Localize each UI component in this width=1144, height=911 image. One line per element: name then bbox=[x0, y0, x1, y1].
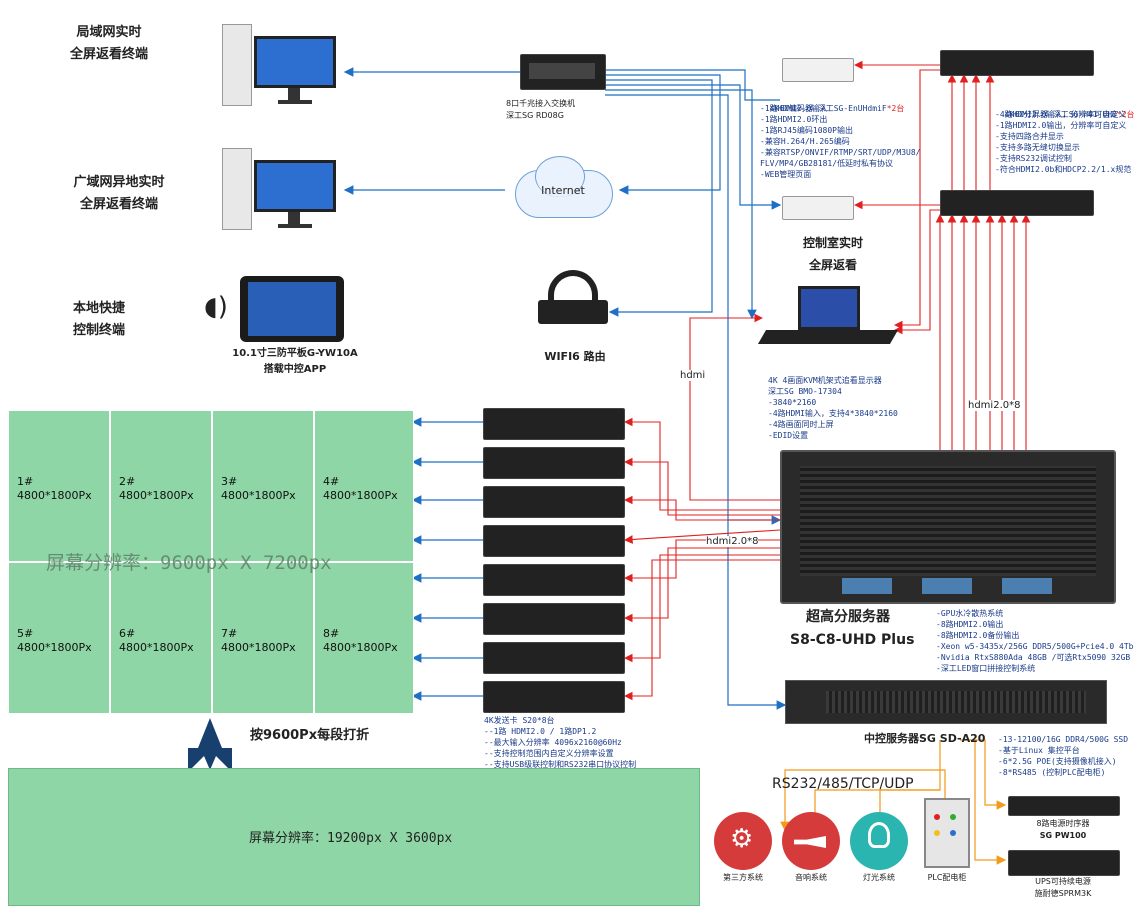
sender-card bbox=[483, 681, 625, 713]
encoder-specs: -1路HDMI2.0输入 -1路HDMI2.0环出 -1路RJ45编码1080P… bbox=[760, 104, 921, 179]
subsystem-label: 第三方系统 bbox=[723, 873, 763, 882]
splitter-device bbox=[940, 50, 1094, 76]
led-panel: 1#4800*1800Px bbox=[8, 410, 110, 562]
server-model: S8-C8-UHD Plus bbox=[790, 632, 915, 648]
gears-icon: ⚙ bbox=[714, 812, 772, 870]
hdmi-link-label: hdmi2.0*8 bbox=[968, 400, 1021, 411]
led-panel: 6#4800*1800Px bbox=[110, 562, 212, 714]
internet-cloud-icon: Internet bbox=[505, 152, 621, 228]
encoder-title: 4K60编码器 深工SG-EnUHdmiF*2台 bbox=[769, 104, 905, 113]
wifi-router-icon bbox=[538, 270, 608, 344]
central-server-title: 中控服务器SG SD-A20 bbox=[864, 732, 986, 745]
light-bulb-icon bbox=[850, 812, 908, 870]
fold-label: 按9600Px每段打折 bbox=[250, 728, 370, 743]
uhd-server-chassis bbox=[780, 450, 1116, 604]
long-screen-resolution: 屏幕分辨率：19200px X 3600px bbox=[249, 831, 453, 846]
tablet-icon bbox=[240, 276, 344, 342]
long-led-screen: 屏幕分辨率：19200px X 3600px bbox=[8, 768, 700, 906]
sender-card bbox=[483, 603, 625, 635]
sender-card bbox=[483, 564, 625, 596]
kvm-specs: 4K 4画面KVM机架式追看显示器 深工SG BMO-17304 -3840*2… bbox=[768, 376, 898, 440]
megaphone-icon bbox=[782, 812, 840, 870]
sender-card bbox=[483, 447, 625, 479]
led-panel: 7#4800*1800Px bbox=[212, 562, 314, 714]
encoder-device bbox=[782, 58, 854, 82]
desktop-pc-icon bbox=[222, 22, 342, 108]
subsystem-label: 灯光系统 bbox=[863, 873, 895, 882]
ups-icon bbox=[1008, 850, 1120, 876]
lan-terminal-label: 局域网实时 全屏返看终端 bbox=[69, 25, 148, 62]
switch-caption: 8口千兆接入交换机深工SG RD08G bbox=[506, 99, 576, 120]
power-sequencer-icon bbox=[1008, 796, 1120, 816]
sender-card bbox=[483, 642, 625, 674]
led-panel: 5#4800*1800Px bbox=[8, 562, 110, 714]
internet-label: Internet bbox=[541, 184, 585, 197]
ups-caption: UPS可持续电源施耐德SPRM3K bbox=[1034, 877, 1092, 898]
encoder-device bbox=[782, 196, 854, 220]
wireless-signal-icon: ◖) bbox=[204, 292, 228, 322]
sender-card bbox=[483, 525, 625, 557]
splitter-device bbox=[940, 190, 1094, 216]
wan-terminal-label: 广域网异地实时 全屏返看终端 bbox=[73, 175, 165, 212]
sender-card bbox=[483, 486, 625, 518]
central-control-server bbox=[785, 680, 1107, 724]
sender-card bbox=[483, 408, 625, 440]
splitter-specs: -4路HDMI2.0输入，分辨率可自定义 -1路HDMI2.0输出，分辨率可自定… bbox=[995, 110, 1132, 174]
led-panel: 2#4800*1800Px bbox=[110, 410, 212, 562]
protocol-label: RS232/485/TCP/UDP bbox=[772, 776, 914, 792]
plc-label: PLC配电柜 bbox=[927, 873, 967, 882]
local-control-label: 本地快捷 控制终端 bbox=[72, 301, 125, 338]
plc-cabinet-icon bbox=[924, 798, 970, 868]
network-switch-icon bbox=[520, 54, 606, 90]
desktop-pc-icon bbox=[222, 146, 342, 232]
led-panel: 4#4800*1800Px bbox=[314, 410, 414, 562]
server-title: 超高分服务器 bbox=[806, 609, 890, 625]
subsystem-label: 音响系统 bbox=[795, 873, 827, 882]
central-server-specs: -13-12100/16G DDR4/500G SSD -基于Linux 集控平… bbox=[998, 735, 1129, 777]
kvm-monitor-icon bbox=[757, 286, 899, 352]
router-label: WIFI6 路由 bbox=[544, 350, 606, 363]
server-specs: -GPU水冷散热系统 -8路HDMI2.0输出 -8路HDMI2.0备份输出 -… bbox=[936, 609, 1134, 673]
control-room-label: 控制室实时 全屏返看 bbox=[802, 236, 863, 272]
led-panel: 8#4800*1800Px bbox=[314, 562, 414, 714]
sender-specs: 4K发送卡 S20*8台 --1路 HDMI2.0 / 1路DP1.2 --最大… bbox=[484, 716, 637, 769]
hdmi-link-label: hdmi bbox=[680, 370, 706, 381]
wall-resolution-overlay: 屏幕分辨率：9600px X 7200px bbox=[46, 552, 332, 574]
led-panel: 3#4800*1800Px bbox=[212, 410, 314, 562]
hdmi-link-label: hdmi2.0*8 bbox=[706, 536, 759, 547]
splitter-title: 4K60分屏器 深工SG-H41-UHD*2台 bbox=[1004, 110, 1135, 119]
